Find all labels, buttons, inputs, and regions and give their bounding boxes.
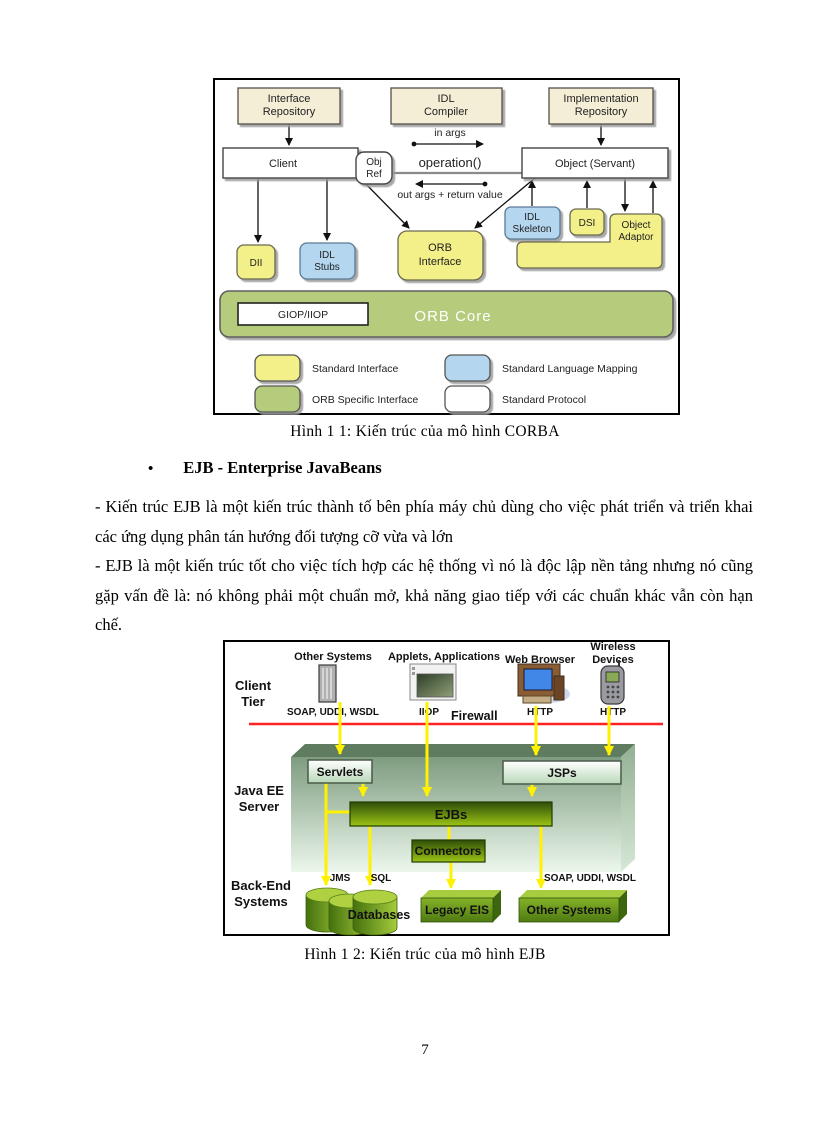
- idl-skeleton-label-2: Skeleton: [513, 224, 552, 235]
- java-ee-server-label-1: Java EE: [234, 783, 284, 798]
- other-systems-top-label: Other Systems: [294, 651, 372, 663]
- in-args-label: in args: [434, 127, 466, 139]
- object-servant-box: [521, 147, 669, 179]
- object-adaptor-label-2: Adaptor: [618, 232, 654, 243]
- legend-white-swatch: [444, 385, 491, 413]
- figure1-caption: Hình 1 1: Kiến trúc của mô hình CORBA: [290, 423, 560, 440]
- connectors-label: Connectors: [415, 844, 482, 858]
- dsi-label: DSI: [579, 218, 596, 229]
- legend-standard-language-mapping: Standard Language Mapping: [502, 363, 638, 375]
- legend-blue-swatch: [444, 354, 491, 382]
- bullet-icon: •: [148, 461, 154, 477]
- web-browser-label: Web Browser: [505, 654, 576, 666]
- firewall-label: Firewall: [451, 709, 498, 723]
- dii-label: DII: [250, 258, 263, 269]
- soap-bottom-label: SOAP, UDDI, WSDL: [544, 873, 636, 884]
- http-web-label: HTTP: [527, 707, 553, 718]
- other-systems-box: [518, 890, 627, 923]
- connectors-box: [411, 839, 486, 863]
- orb-interface-label-1: ORB: [428, 242, 452, 254]
- implementation-repository-label-2: Repository: [575, 106, 628, 118]
- back-end-systems-label-2: Systems: [234, 894, 287, 909]
- idl-compiler-box: [390, 87, 503, 125]
- idl-stubs-box: [299, 242, 356, 280]
- obj-ref-box: [355, 151, 393, 185]
- server-icon: [318, 664, 337, 703]
- obj-ref-label-2: Ref: [366, 169, 382, 180]
- jsps-box: [502, 760, 622, 785]
- out-args-dot: [482, 181, 488, 187]
- corba-connector-lines: [254, 124, 657, 243]
- orb-interface-box: [397, 230, 484, 281]
- wireless-devices-label-2: Devices: [592, 654, 634, 666]
- ejbs-label: EJBs: [435, 807, 468, 822]
- interface-repository-label-1: Interface: [268, 93, 311, 105]
- legend-green-swatch: [254, 385, 301, 413]
- idl-stubs-label-1: IDL: [319, 250, 335, 261]
- databases-label: Databases: [348, 908, 411, 922]
- servlets-label: Servlets: [317, 765, 364, 779]
- application-window-icon: [409, 663, 457, 701]
- iiop-label: IIOP: [419, 707, 439, 718]
- jms-label: JMS: [330, 873, 351, 884]
- page-number: 7: [421, 1042, 429, 1058]
- servlets-box: [307, 759, 373, 784]
- computer-icon: [517, 663, 570, 704]
- giop-iiop-box: [237, 302, 369, 326]
- applets-label: Applets, Applications: [388, 651, 500, 663]
- operation-label: operation(): [419, 155, 482, 170]
- paragraph-1: - Kiến trúc EJB là một kiến trúc thành t…: [95, 497, 753, 546]
- wireless-devices-label-1: Wireless: [590, 641, 635, 653]
- object-adaptor-box: [516, 213, 663, 269]
- databases-icon: [305, 887, 398, 936]
- flow-lines: [321, 702, 614, 889]
- http-wireless-label: HTTP: [600, 707, 626, 718]
- legend-standard-protocol: Standard Protocol: [502, 394, 586, 406]
- object-adaptor-label-1: Object: [622, 220, 651, 231]
- legacy-eis-box: [420, 890, 501, 923]
- object-servant-label: Object (Servant): [555, 158, 635, 170]
- legend-orb-specific-interface: ORB Specific Interface: [312, 394, 418, 406]
- figure2-caption: Hình 1 2: Kiến trúc của mô hình EJB: [304, 946, 546, 963]
- client-tier-label-2: Tier: [241, 694, 265, 709]
- corba-diagram: Interface Repository IDL Compiler Implem…: [213, 78, 680, 415]
- interface-repository-label-2: Repository: [263, 106, 316, 118]
- ejbs-box: [349, 801, 553, 827]
- figure-ejb: Client Tier Other Systems SOAP, UDDI, WS…: [223, 640, 670, 936]
- orb-interface-label-2: Interface: [419, 256, 462, 268]
- ejb-diagram: Client Tier Other Systems SOAP, UDDI, WS…: [223, 640, 670, 936]
- giop-iiop-label: GIOP/IIOP: [278, 309, 328, 321]
- idl-compiler-label-1: IDL: [437, 93, 454, 105]
- legend-standard-interface: Standard Interface: [312, 363, 399, 375]
- implementation-repository-label-1: Implementation: [563, 93, 638, 105]
- orb-core-label: ORB Core: [414, 308, 491, 325]
- sql-label: SQL: [371, 873, 392, 884]
- client-label: Client: [269, 158, 297, 170]
- idl-stubs-label-2: Stubs: [314, 262, 340, 273]
- interface-repository-box: [237, 87, 341, 125]
- legacy-eis-label: Legacy EIS: [425, 903, 489, 917]
- client-tier-label-1: Client: [235, 678, 272, 693]
- mobile-phone-icon: [600, 660, 625, 705]
- idl-skeleton-box: [504, 206, 561, 240]
- java-ee-server-label-2: Server: [239, 799, 279, 814]
- dsi-box: [569, 208, 605, 236]
- figure-corba: Interface Repository IDL Compiler Implem…: [213, 78, 680, 415]
- soap-top-label: SOAP, UDDI, WSDL: [287, 707, 379, 718]
- in-args-dot: [411, 141, 417, 147]
- idl-compiler-label-2: Compiler: [424, 106, 468, 118]
- back-end-systems-label-1: Back-End: [231, 878, 291, 893]
- dii-box: [236, 244, 276, 280]
- obj-ref-label-1: Obj: [366, 157, 382, 168]
- bullet-heading-text: EJB - Enterprise JavaBeans: [183, 458, 382, 477]
- idl-skeleton-label-1: IDL: [524, 212, 540, 223]
- legend-yellow-swatch: [254, 354, 301, 382]
- jsps-label: JSPs: [547, 766, 577, 780]
- paragraph-2: - EJB là một kiến trúc tốt cho việc tích…: [95, 556, 753, 634]
- bullet-heading: • EJB - Enterprise JavaBeans: [148, 458, 382, 478]
- client-box: [222, 147, 359, 179]
- out-args-label: out args + return value: [397, 189, 503, 201]
- implementation-repository-box: [548, 87, 654, 125]
- other-systems-bottom-label: Other Systems: [527, 903, 612, 917]
